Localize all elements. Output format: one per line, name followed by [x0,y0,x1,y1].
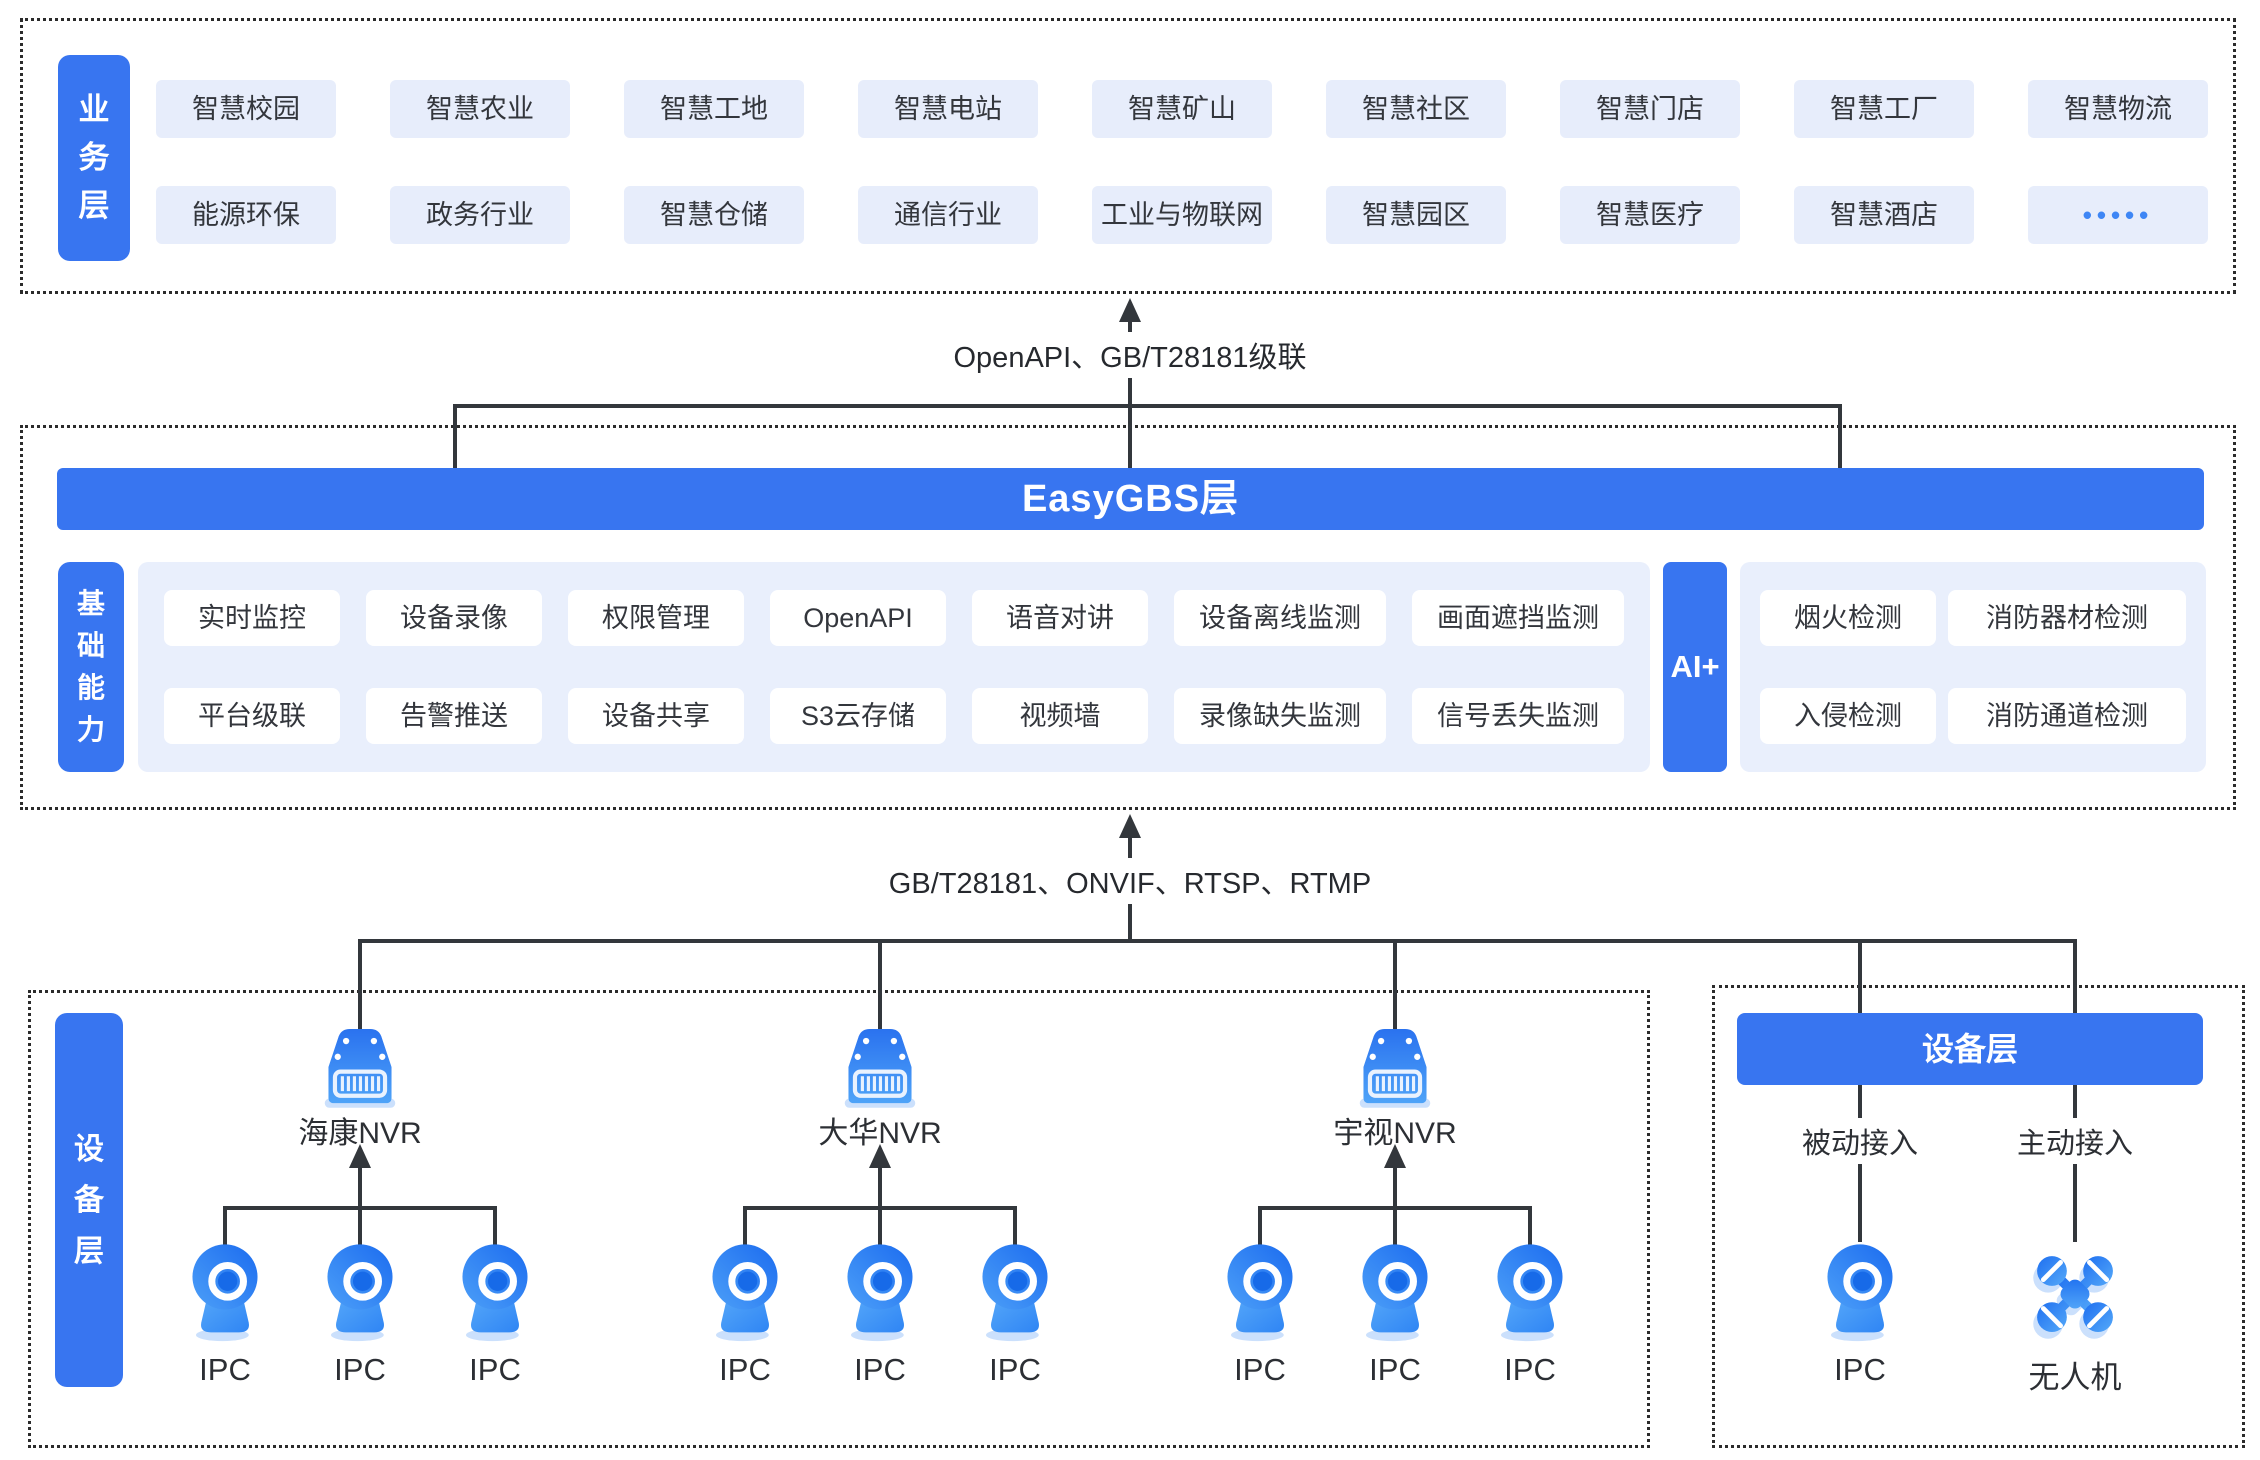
ipc-label: IPC [854,1352,906,1387]
business-item: 智慧门店 [1560,80,1740,138]
ipc-label: IPC [199,1352,251,1387]
ipc-camera-icon [971,1240,1059,1342]
ipc-camera-icon [1351,1240,1439,1342]
device-layer-left-label: 设备层 [74,1132,104,1268]
ai-row-1: 烟火检测 消防器材检测 [1760,590,2186,646]
ai-row-2: 入侵检测 消防通道检测 [1760,688,2186,744]
business-item: 智慧医疗 [1560,186,1740,244]
capabilities-row-1: 实时监控 设备录像 权限管理 OpenAPI 语音对讲 设备离线监测 画面遮挡监… [164,590,1624,646]
capability-item: OpenAPI [770,590,946,646]
ipc-label: IPC [989,1352,1041,1387]
ipc-camera-icon [836,1240,924,1342]
capability-item: 录像缺失监测 [1174,688,1386,744]
bottom-connector-label: GB/T28181、ONVIF、RTSP、RTMP [870,858,1390,904]
ipc-label: IPC [1504,1352,1556,1387]
capability-item: 平台级联 [164,688,340,744]
capability-item: 实时监控 [164,590,340,646]
capability-item: 告警推送 [366,688,542,744]
ai-item: 入侵检测 [1760,688,1936,744]
business-item: 通信行业 [858,186,1038,244]
capabilities-panel: 实时监控 设备录像 权限管理 OpenAPI 语音对讲 设备离线监测 画面遮挡监… [138,562,1650,772]
access-mode-label: 被动接入 [1791,1118,1929,1164]
ai-item: 烟火检测 [1760,590,1936,646]
capability-item: 语音对讲 [972,590,1148,646]
business-layer-box [20,18,2236,294]
ipc-label: IPC [1369,1352,1421,1387]
device-label: IPC [1834,1352,1886,1387]
device-label: 无人机 [2028,1360,2122,1395]
ipc-label: IPC [1234,1352,1286,1387]
business-item: 智慧社区 [1326,80,1506,138]
capability-item: 权限管理 [568,590,744,646]
capability-item: 设备离线监测 [1174,590,1386,646]
capabilities-label: 基础能力 [76,588,105,745]
nvr-label: 宇视NVR [1333,1117,1457,1150]
device-layer-right-header: 设备层 [1737,1013,2203,1085]
ipc-label: IPC [719,1352,771,1387]
capability-item: S3云存储 [770,688,946,744]
top-arrowhead [1119,298,1141,322]
more-items-ellipsis-icon: ••••• [2028,186,2208,244]
business-item: 智慧物流 [2028,80,2208,138]
mid-arrowhead [1119,814,1141,838]
business-item: 智慧园区 [1326,186,1506,244]
easygbs-title-bar: EasyGBS层 [57,468,2204,530]
capability-item: 设备共享 [568,688,744,744]
business-item: 智慧校园 [156,80,336,138]
business-item: 政务行业 [390,186,570,244]
ipc-camera-icon [181,1240,269,1342]
ipc-camera-icon [1216,1240,1304,1342]
business-item: 智慧矿山 [1092,80,1272,138]
nvr-icon [1344,1024,1446,1110]
ai-panel: 烟火检测 消防器材检测 入侵检测 消防通道检测 [1740,562,2206,772]
ipc-label: IPC [469,1352,521,1387]
ipc-camera-icon [451,1240,539,1342]
access-mode-label: 主动接入 [2006,1118,2144,1164]
nvr-icon [829,1024,931,1110]
business-layer-label: 业务层 [78,91,110,224]
top-connector-label: OpenAPI、GB/T28181级联 [935,332,1325,378]
capability-item: 设备录像 [366,590,542,646]
nvr-label: 海康NVR [298,1117,422,1150]
ipc-camera-icon [701,1240,789,1342]
business-row-2: 能源环保 政务行业 智慧仓储 通信行业 工业与物联网 智慧园区 智慧医疗 智慧酒… [156,186,2208,244]
device-layer-left-tab: 设备层 [55,1013,123,1387]
ai-item: 消防器材检测 [1948,590,2186,646]
ipc-camera-icon [1486,1240,1574,1342]
capability-item: 信号丢失监测 [1412,688,1624,744]
business-item: 智慧电站 [858,80,1038,138]
business-item: 智慧工地 [624,80,804,138]
capabilities-row-2: 平台级联 告警推送 设备共享 S3云存储 视频墙 录像缺失监测 信号丢失监测 [164,688,1624,744]
business-item: 工业与物联网 [1092,186,1272,244]
ai-item: 消防通道检测 [1948,688,2186,744]
business-item: 智慧酒店 [1794,186,1974,244]
business-item: 智慧工厂 [1794,80,1974,138]
business-row-1: 智慧校园 智慧农业 智慧工地 智慧电站 智慧矿山 智慧社区 智慧门店 智慧工厂 … [156,80,2208,138]
business-item: 能源环保 [156,186,336,244]
ipc-label: IPC [334,1352,386,1387]
ipc-camera-icon [316,1240,404,1342]
business-layer-tab: 业务层 [58,55,130,261]
nvr-label: 大华NVR [818,1117,942,1150]
capabilities-tab: 基础能力 [58,562,124,772]
nvr-icon [309,1024,411,1110]
capability-item: 画面遮挡监测 [1412,590,1624,646]
business-item: 智慧农业 [390,80,570,138]
capability-item: 视频墙 [972,688,1148,744]
drone-icon [2027,1246,2123,1346]
ai-plus-tab: AI+ [1663,562,1727,772]
business-item: 智慧仓储 [624,186,804,244]
ipc-camera-icon [1816,1240,1904,1342]
